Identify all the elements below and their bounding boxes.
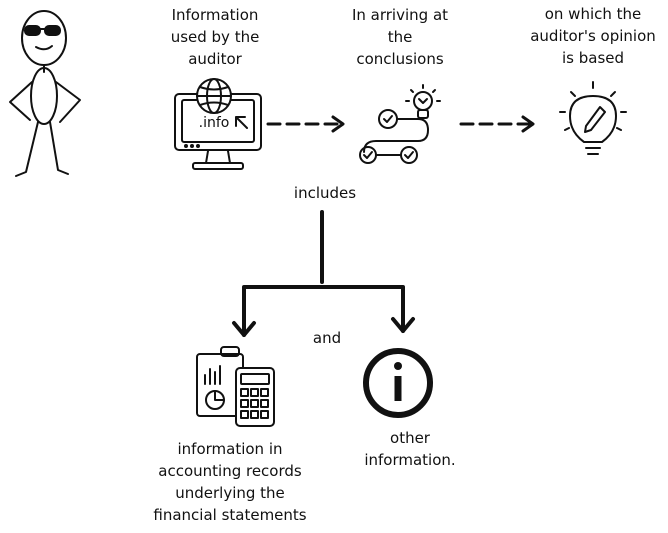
label-includes: includes — [293, 184, 357, 202]
process-path-icon — [359, 109, 429, 164]
label-accounting: information in accounting records underl… — [153, 440, 307, 524]
info-circle-icon — [363, 348, 433, 418]
computer-info-badge: .info — [198, 115, 230, 131]
includes-connector — [232, 210, 415, 337]
computer-globe-icon — [174, 78, 262, 170]
label-and: and — [312, 329, 342, 347]
dashed-arrow-1 — [266, 115, 345, 133]
label-arriving: In arriving at the conclusions — [351, 6, 449, 68]
label-opinion: on which the auditor's opinion is based — [530, 5, 656, 67]
lightbulb-icon — [405, 84, 441, 119]
label-info-used: Information used by the auditor — [170, 6, 260, 68]
label-other: other information. — [364, 429, 456, 469]
dashed-arrow-2 — [459, 115, 535, 133]
pencil-lightbulb-icon — [559, 81, 627, 155]
stick-figure-with-sunglasses — [9, 10, 81, 177]
clipboard-calculator-icon — [196, 346, 275, 427]
